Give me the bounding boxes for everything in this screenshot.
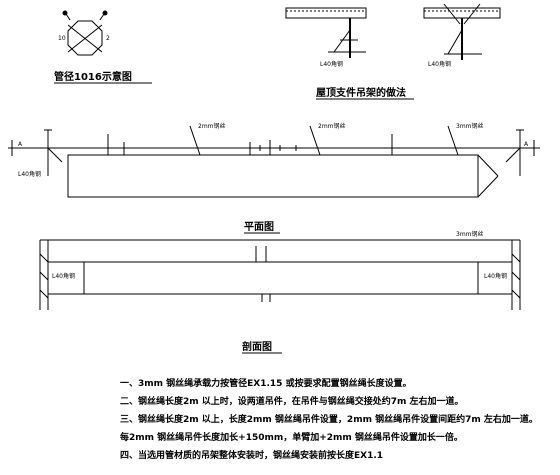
wire-3mm-label-plan: 3mm钢丝: [456, 122, 484, 130]
note-line-1: 一、3mm 钢丝绳承载力按管径EX1.15 或按要求配置钢丝绳长度设置。: [120, 377, 412, 389]
plan-view: [8, 125, 540, 198]
section-view: [39, 239, 521, 310]
angle-steel-label-left: L40角钢: [18, 170, 41, 178]
section-mark-a-left: A: [18, 141, 23, 148]
pipe-detail: [62, 10, 108, 56]
angle-steel-label-b: L40角钢: [428, 60, 451, 68]
angle-steel-label-right: L40角钢: [484, 272, 507, 280]
roof-bracket-detail-b: [423, 3, 501, 60]
section-mark-a-right: A: [524, 141, 529, 148]
notes-block: 一、3mm 钢丝绳承载力按管径EX1.15 或按要求配置钢丝绳长度设置。 二、钢…: [120, 377, 538, 461]
wire-3mm-label-section: 3mm钢丝: [456, 230, 484, 238]
note-line-5: 四、当选用管材质的吊架整体安装时，钢丝绳安装前按长度EX1.1: [120, 449, 383, 461]
roof-bracket-detail-a: [285, 7, 367, 58]
angle-steel-label-left2: L40角钢: [52, 272, 75, 280]
pipe-detail-caption: 管径1016示意图: [54, 70, 132, 83]
roof-bracket-caption: 屋顶支件吊架的做法: [316, 86, 406, 99]
dim-10-label: 10: [58, 35, 66, 42]
plan-view-caption: 平面图: [244, 221, 274, 233]
angle-steel-label-a: L40角钢: [320, 60, 343, 68]
wire-2mm-label-b: 2mm钢丝: [318, 122, 346, 130]
pipe-octagon: [67, 20, 103, 56]
note-line-4: 每2mm 钢丝绳吊件长度加长+150mm，单臂加+2mm 钢丝绳吊件设置加长一倍…: [120, 431, 463, 443]
note-line-3: 三、钢丝绳长度2m 以上，长度2mm 钢丝绳吊件设置，2mm 钢丝绳吊件设置间距…: [120, 413, 538, 425]
note-line-2: 二、钢丝绳长度2m 以上时，设两道吊件，在吊件与钢丝绳交接处约7m 左右加一道。: [120, 395, 464, 407]
section-view-caption: 剖面图: [242, 340, 272, 353]
wire-2mm-label-a: 2mm钢丝: [198, 122, 226, 130]
dim-2-label: 2: [106, 35, 110, 42]
